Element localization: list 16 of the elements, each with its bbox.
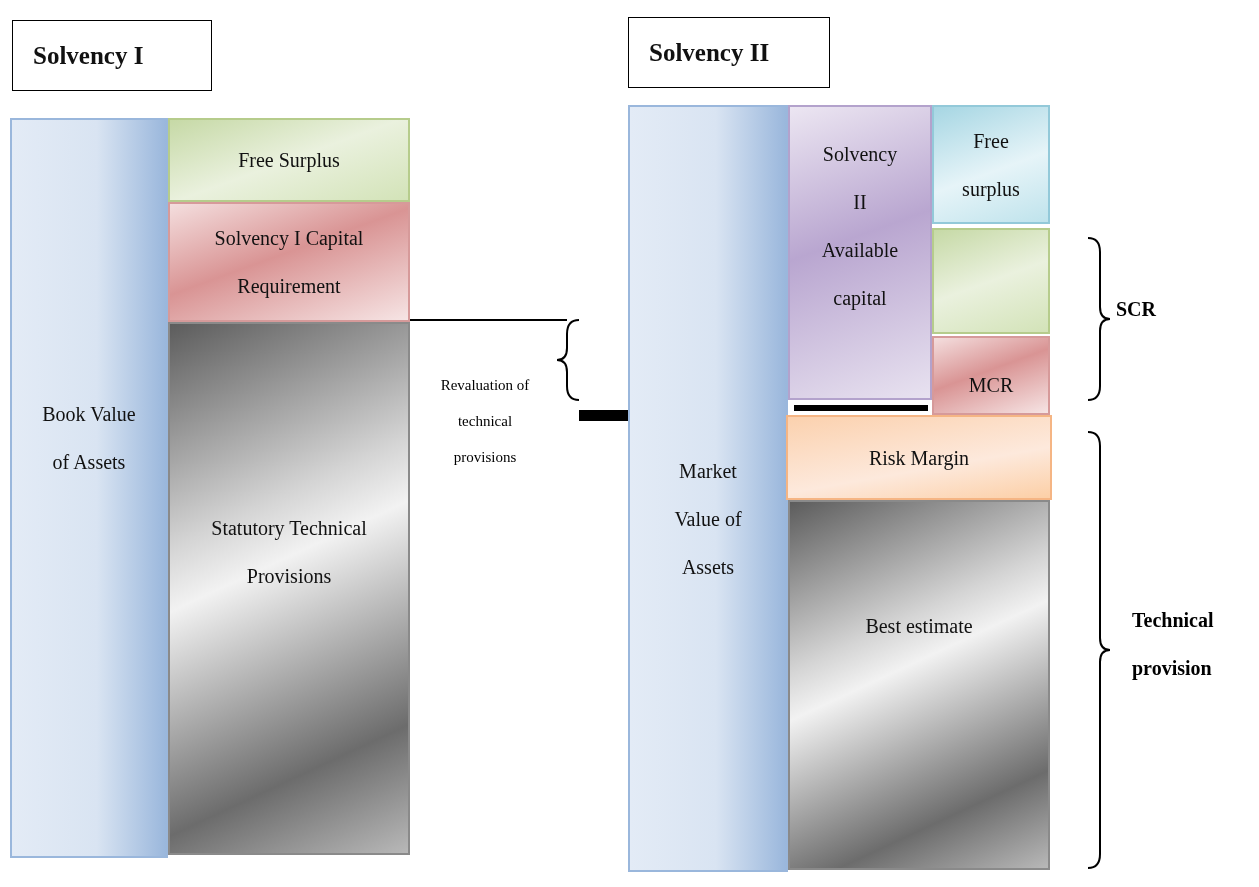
balance-block: Book Value of Assets bbox=[10, 118, 168, 858]
balance-block: Solvency I Capital Requirement bbox=[168, 202, 410, 322]
balance-block: Statutory Technical Provisions bbox=[168, 322, 410, 855]
empty-block bbox=[932, 228, 1050, 334]
annotation-text: Revaluation of technical provisions bbox=[439, 376, 531, 467]
title-box: Solvency I bbox=[12, 20, 212, 91]
balance-block: Free surplus bbox=[932, 105, 1050, 224]
balance-block: Risk Margin bbox=[786, 415, 1052, 500]
title-box: Solvency II bbox=[628, 17, 830, 88]
balance-block: Solvency II Available capital bbox=[788, 105, 932, 400]
brace-label: Technical provision bbox=[1132, 608, 1215, 682]
balance-block: MCR bbox=[932, 336, 1050, 415]
brace-label: SCR bbox=[1116, 297, 1157, 322]
balance-block: Best estimate bbox=[788, 500, 1050, 870]
balance-block: Free Surplus bbox=[168, 118, 410, 202]
balance-block: Market Value of Assets bbox=[628, 105, 788, 872]
